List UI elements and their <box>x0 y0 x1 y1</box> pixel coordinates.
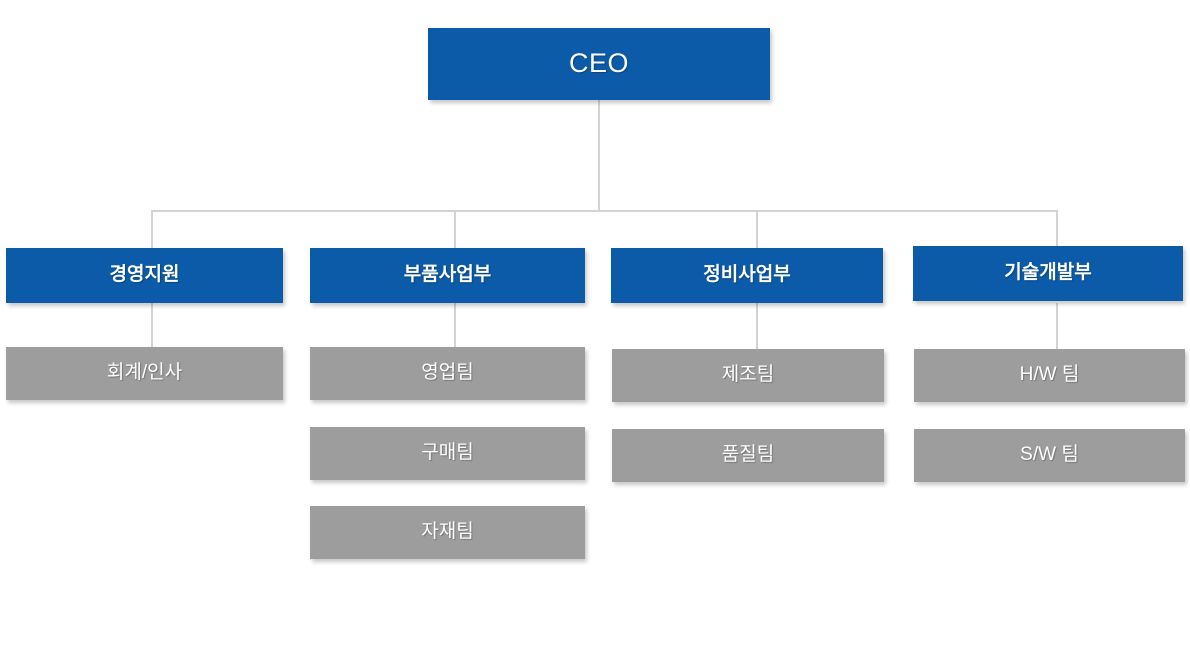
connector-dept3-team <box>756 303 758 349</box>
node-department-1[interactable]: 경영지원 <box>6 248 283 303</box>
connector-drop-dept-4 <box>1056 210 1058 249</box>
node-team-3-1-label: 제조팀 <box>721 364 775 386</box>
node-department-2-label: 부품사업부 <box>403 264 492 286</box>
node-team-2-3-label: 자재팀 <box>421 521 474 543</box>
connector-dept1-team <box>151 303 153 347</box>
connector-drop-dept-1 <box>151 210 153 249</box>
node-ceo-label: CEO <box>568 48 629 79</box>
node-team-4-2-label: S/W 팀 <box>1020 444 1079 466</box>
node-team-1-1[interactable]: 회계/인사 <box>6 347 283 400</box>
node-department-1-label: 경영지원 <box>109 264 180 286</box>
node-team-3-2[interactable]: 품질팀 <box>612 429 884 482</box>
node-team-4-1-label: H/W 팀 <box>1019 364 1080 386</box>
node-department-4[interactable]: 기술개발부 <box>913 246 1183 301</box>
node-team-2-2[interactable]: 구매팀 <box>310 427 585 480</box>
connector-drop-dept-3 <box>756 210 758 249</box>
node-department-2[interactable]: 부품사업부 <box>310 248 585 303</box>
connector-drop-dept-2 <box>454 210 456 249</box>
connector-dept4-team <box>1056 303 1058 349</box>
node-team-3-2-label: 품질팀 <box>721 444 775 466</box>
node-department-3-label: 정비사업부 <box>703 264 791 286</box>
node-team-2-1[interactable]: 영업팀 <box>310 347 585 400</box>
node-team-2-3[interactable]: 자재팀 <box>310 506 585 559</box>
node-department-4-label: 기술개발부 <box>1004 262 1092 284</box>
connector-dept2-team <box>454 303 456 347</box>
connector-ceo-stem <box>598 100 600 212</box>
node-team-1-1-label: 회계/인사 <box>106 362 183 384</box>
node-team-2-1-label: 영업팀 <box>421 362 474 384</box>
node-ceo[interactable]: CEO <box>428 28 770 100</box>
node-team-4-2[interactable]: S/W 팀 <box>914 429 1185 482</box>
node-team-4-1[interactable]: H/W 팀 <box>914 349 1185 402</box>
connector-horizontal-bus <box>151 210 1058 212</box>
node-team-3-1[interactable]: 제조팀 <box>612 349 884 402</box>
node-department-3[interactable]: 정비사업부 <box>611 248 883 303</box>
node-team-2-2-label: 구매팀 <box>421 442 474 464</box>
